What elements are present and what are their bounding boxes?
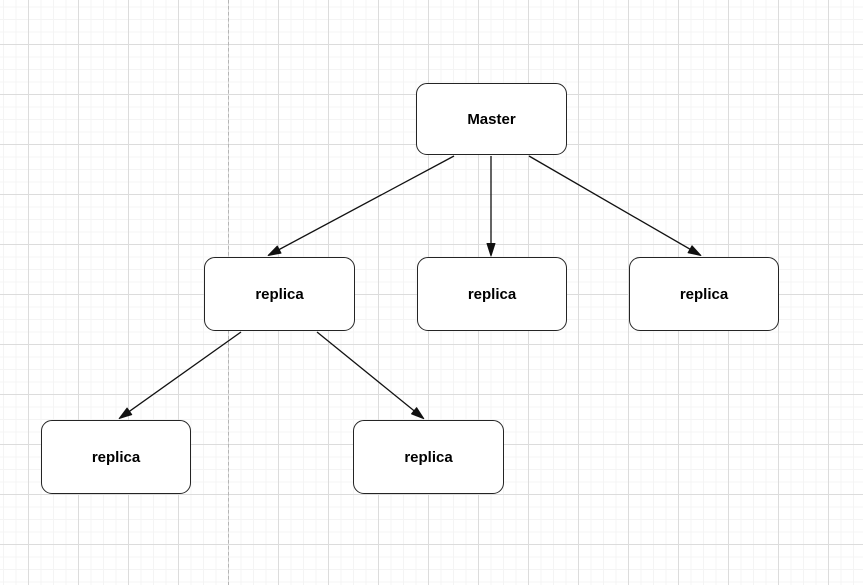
node-replica-middle-label: replica: [467, 285, 517, 303]
node-master-label: Master: [467, 110, 516, 128]
node-replica-left-label: replica: [255, 285, 304, 303]
edge-master-to-replica-left[interactable]: [267, 155, 455, 256]
node-replica-right-label: replica: [679, 285, 729, 303]
node-replica-child-left[interactable]: replica: [41, 420, 191, 494]
node-master[interactable]: Master: [416, 83, 567, 155]
node-replica-child-right-label: replica: [404, 448, 453, 466]
edge-replica-left-to-child-right[interactable]: [316, 331, 425, 420]
edge-replica-left-to-child-left[interactable]: [118, 331, 242, 420]
node-replica-right[interactable]: replica: [629, 257, 779, 331]
node-replica-left[interactable]: replica: [204, 257, 355, 331]
node-replica-child-right[interactable]: replica: [353, 420, 504, 494]
edge-master-to-replica-right[interactable]: [528, 155, 702, 257]
node-replica-child-left-label: replica: [91, 448, 141, 466]
node-replica-middle[interactable]: replica: [417, 257, 567, 331]
